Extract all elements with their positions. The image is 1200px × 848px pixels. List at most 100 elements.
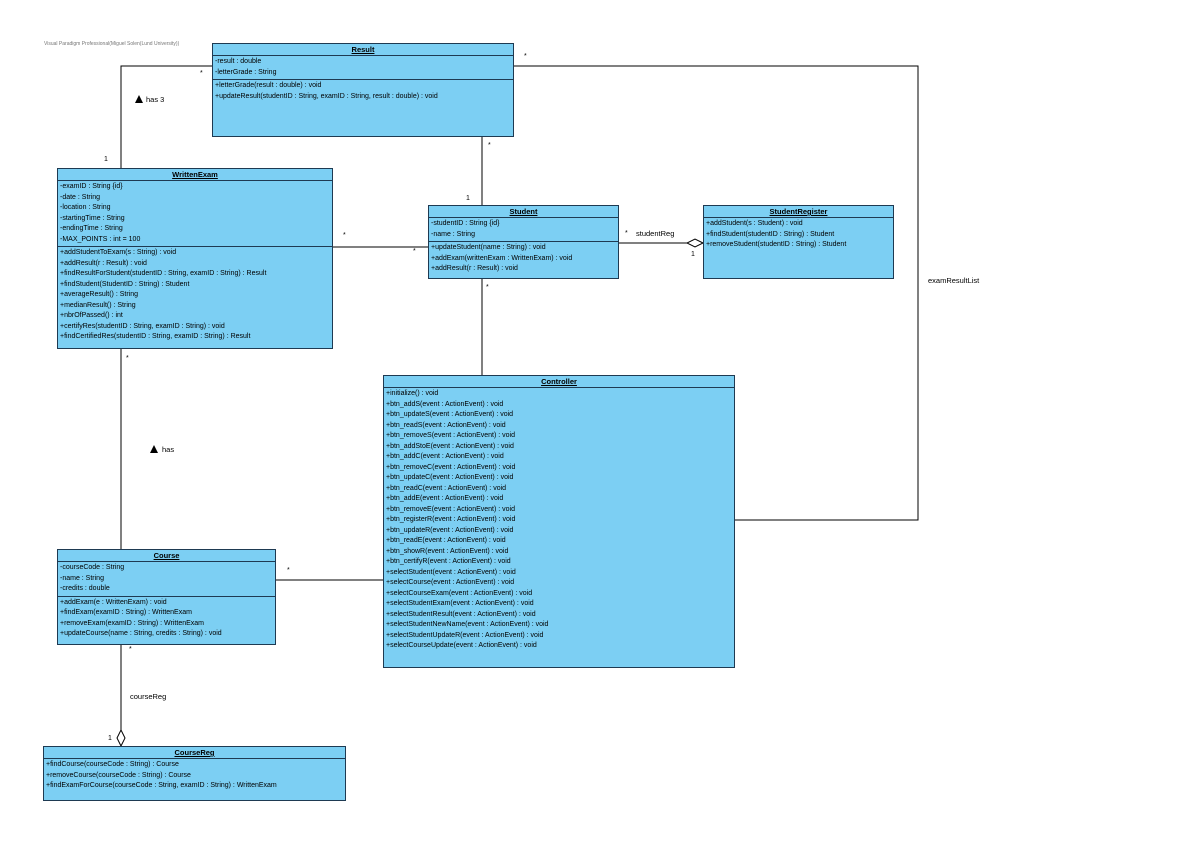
operation: +removeStudent(studentID : String) : Stu… — [706, 241, 847, 248]
operation: +btn_addS(event : ActionEvent) : void — [386, 400, 504, 408]
attribute: -name : String — [60, 574, 104, 582]
operation: +selectStudent(event : ActionEvent) : vo… — [386, 568, 516, 576]
operation: +btn_certifyR(event : ActionEvent) : voi… — [386, 558, 511, 565]
class-course-attributes: -courseCode : String -name : String -cre… — [58, 562, 275, 597]
multiplicity: 1 — [108, 735, 112, 742]
operation: +addStudent(s : Student) : void — [706, 220, 803, 227]
operation: +selectStudentExam(event : ActionEvent) … — [386, 600, 534, 607]
operation: +btn_readS(event : ActionEvent) : void — [386, 421, 506, 429]
class-writtenexam-attributes: -examID : String {id} -date : String -lo… — [58, 181, 332, 247]
class-student-operations: +updateStudent(name : String) : void +ad… — [429, 242, 618, 276]
class-result-operations: +letterGrade(result : double) : void +up… — [213, 80, 513, 103]
operation: +btn_updateR(event : ActionEvent) : void — [386, 526, 514, 534]
operation: +addResult(r : Result) : void — [431, 265, 518, 272]
attribute: -courseCode : String — [60, 564, 125, 571]
label-studentreg: studentReg — [636, 229, 675, 238]
multiplicity: * — [200, 70, 203, 77]
attribute: -letterGrade : String — [215, 68, 277, 76]
operation: +findStudent(StudentID : String) : Stude… — [60, 280, 190, 288]
operation: +btn_readE(event : ActionEvent) : void — [386, 537, 506, 544]
attribute: -examID : String {id} — [60, 183, 123, 190]
operation: +findExam(examID : String) : WrittenExam — [60, 609, 192, 616]
multiplicity: * — [524, 53, 527, 60]
operation: +btn_removeS(event : ActionEvent) : void — [386, 432, 515, 439]
multiplicity: 1 — [691, 251, 695, 258]
operation: +selectStudentNewName(event : ActionEven… — [386, 621, 549, 628]
multiplicity: * — [488, 142, 491, 149]
multiplicity: * — [343, 232, 346, 239]
class-controller[interactable]: Controller +initialize() : void +btn_add… — [383, 375, 735, 668]
operation: +btn_registerR(event : ActionEvent) : vo… — [386, 516, 516, 523]
class-result-name: Result — [213, 44, 513, 56]
label-has3: has 3 — [146, 95, 165, 104]
direction-triangle-has — [150, 445, 158, 453]
class-result[interactable]: Result -result : double -letterGrade : S… — [212, 43, 514, 137]
connector-result-controller — [514, 65, 919, 521]
operation: +addResult(r : Result) : void — [60, 259, 147, 267]
operation: +removeCourse(courseCode : String) : Cou… — [46, 771, 191, 779]
operation: +btn_addStoE(event : ActionEvent) : void — [386, 442, 514, 450]
multiplicity: * — [287, 567, 290, 574]
operation: +addExam(e : WrittenExam) : void — [60, 598, 167, 606]
multiplicity: * — [486, 284, 489, 291]
operation: +updateCourse(name : String, credits : S… — [60, 630, 222, 637]
class-studentregister-operations: +addStudent(s : Student) : void +findStu… — [704, 218, 893, 252]
operation: +btn_removeC(event : ActionEvent) : void — [386, 463, 516, 471]
multiplicity: 1 — [104, 156, 108, 163]
label-has: has — [162, 445, 175, 454]
operation: +nbrOfPassed() : int — [60, 312, 123, 319]
class-coursereg-name: CourseReg — [44, 747, 345, 759]
operation: +updateResult(studentID : String, examID… — [215, 92, 438, 100]
watermark: Visual Paradigm Professional(Miguel Sole… — [44, 41, 180, 47]
class-student-attributes: -studentID : String {id} -name : String — [429, 218, 618, 242]
operation: +initialize() : void — [386, 390, 439, 397]
attribute: -location : String — [60, 204, 111, 211]
attribute: -result : double — [215, 58, 262, 65]
operation: +removeExam(examID : String) : WrittenEx… — [60, 619, 204, 627]
label-coursereg: courseReg — [130, 692, 167, 701]
operation: +selectCourse(event : ActionEvent) : voi… — [386, 579, 515, 586]
aggregation-diamond-coursereg — [116, 728, 126, 748]
class-coursereg[interactable]: CourseReg +findCourse(courseCode : Strin… — [43, 746, 346, 801]
operation: +updateStudent(name : String) : void — [431, 244, 546, 251]
operation: +btn_addE(event : ActionEvent) : void — [386, 495, 504, 502]
class-student[interactable]: Student -studentID : String {id} -name :… — [428, 205, 619, 279]
attribute: -MAX_POINTS : int = 100 — [60, 235, 141, 243]
class-course[interactable]: Course -courseCode : String -name : Stri… — [57, 549, 276, 645]
operation: +btn_showR(event : ActionEvent) : void — [386, 547, 509, 555]
multiplicity: * — [129, 646, 132, 653]
operation: +addExam(writtenExam : WrittenExam) : vo… — [431, 254, 573, 262]
attribute: -date : String — [60, 193, 101, 201]
multiplicity: 1 — [466, 195, 470, 202]
class-studentregister-name: StudentRegister — [704, 206, 893, 218]
operation: +btn_addC(event : ActionEvent) : void — [386, 453, 504, 460]
attribute: -name : String — [431, 230, 475, 238]
class-writtenexam-operations: +addStudentToExam(s : String) : void +ad… — [58, 247, 332, 344]
multiplicity: * — [413, 248, 416, 255]
class-course-operations: +addExam(e : WrittenExam) : void +findEx… — [58, 597, 275, 641]
attribute: -endingTime : String — [60, 225, 123, 232]
operation: +findStudent(studentID : String) : Stude… — [706, 230, 835, 238]
operation: +findCourse(courseCode : String) : Cours… — [46, 761, 179, 768]
operation: +selectCourseExam(event : ActionEvent) :… — [386, 589, 533, 597]
operation: +averageResult() : String — [60, 291, 139, 298]
class-controller-name: Controller — [384, 376, 734, 388]
operation: +findCertifiedRes(studentID : String, ex… — [60, 333, 251, 340]
attribute: -startingTime : String — [60, 214, 125, 222]
operation: +selectStudentResult(event : ActionEvent… — [386, 610, 536, 618]
class-controller-operations: +initialize() : void +btn_addS(event : A… — [384, 388, 734, 653]
multiplicity: * — [126, 355, 129, 362]
operation: +selectCourseUpdate(event : ActionEvent)… — [386, 642, 537, 649]
operation: +btn_updateC(event : ActionEvent) : void — [386, 474, 514, 481]
direction-triangle-has3 — [135, 95, 143, 103]
operation: +addStudentToExam(s : String) : void — [60, 249, 177, 256]
operation: +letterGrade(result : double) : void — [215, 82, 322, 89]
class-result-attributes: -result : double -letterGrade : String — [213, 56, 513, 80]
class-writtenexam-name: WrittenExam — [58, 169, 332, 181]
class-coursereg-operations: +findCourse(courseCode : String) : Cours… — [44, 759, 345, 793]
class-student-name: Student — [429, 206, 618, 218]
attribute: -credits : double — [60, 585, 110, 592]
class-writtenexam[interactable]: WrittenExam -examID : String {id} -date … — [57, 168, 333, 349]
attribute: -studentID : String {id} — [431, 220, 500, 227]
class-studentregister[interactable]: StudentRegister +addStudent(s : Student)… — [703, 205, 894, 279]
